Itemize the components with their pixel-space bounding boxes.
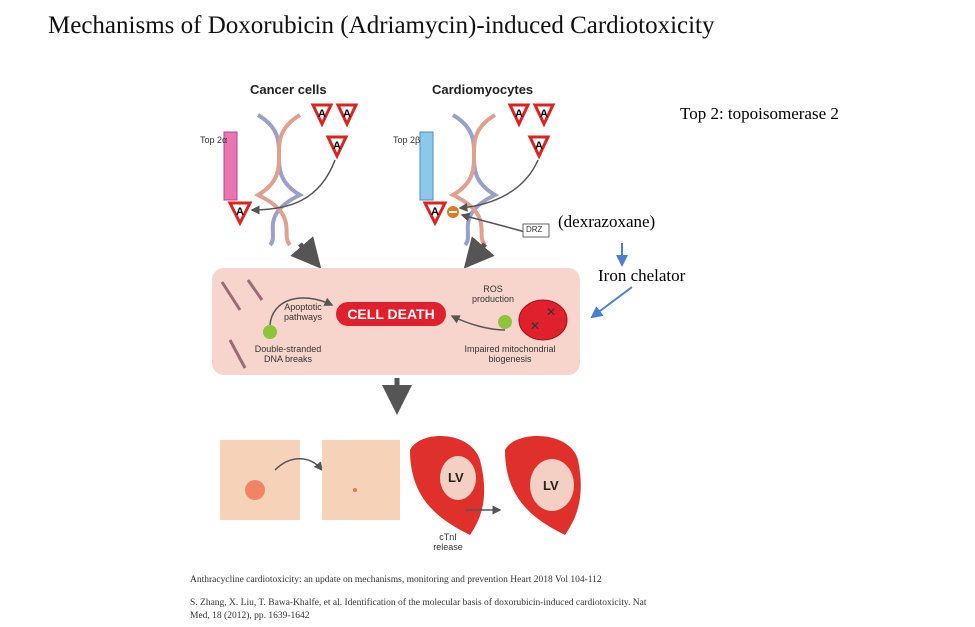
mitochondrion-icon [518, 299, 568, 341]
cell-death-text: CELL DEATH [347, 306, 435, 322]
svg-text:✕: ✕ [546, 305, 556, 319]
svg-text:A: A [515, 108, 523, 120]
svg-text:A: A [540, 108, 548, 120]
plus-icon [498, 315, 512, 329]
dna-helix-cancer [253, 113, 305, 247]
cell-death-badge [336, 302, 446, 326]
cancer-cells-label: Cancer cells [250, 82, 327, 97]
reference-1: Anthracycline cardiotoxicity: an update … [190, 575, 602, 585]
slide-title: Mechanisms of Doxorubicin (Adriamycin)-i… [48, 12, 715, 39]
svg-text:A: A [535, 140, 543, 152]
dna-helix-cardio [448, 113, 500, 247]
dna-breaks-label-2: DNA breaks [263, 354, 313, 364]
reference-2-line-2: Med, 18 (2012), pp. 1639-1642 [190, 611, 310, 621]
dna-breaks-label-1: Double-stranded [254, 344, 322, 354]
svg-text:✕: ✕ [530, 319, 540, 333]
heart-after [505, 436, 581, 535]
ctni-label-2: release [433, 542, 463, 552]
lv-label-after: LV [543, 478, 559, 493]
top2-definition: Top 2: topoisomerase 2 [680, 104, 839, 123]
cardiomyocytes-label: Cardiomyocytes [432, 82, 534, 97]
svg-text:A: A [431, 206, 439, 218]
mito-label-2: biogenesis [488, 354, 532, 364]
reference-2-line-1: S. Zhang, X. Liu, T. Bawa-Khalfe, et al.… [190, 598, 647, 608]
plus-icon [263, 325, 277, 339]
svg-text:A: A [333, 140, 341, 152]
apoptotic-label: Apoptotic pathways [283, 302, 323, 322]
top2b-bar [419, 131, 434, 201]
drz-box [522, 223, 550, 238]
svg-text:A: A [343, 108, 351, 120]
ctni-label-1: cTnI [439, 532, 457, 542]
svg-text:A: A [318, 108, 326, 120]
breast-tumor-before [220, 440, 300, 520]
iron-chelator-label: Iron chelator [598, 266, 686, 285]
doxorubicin-triangles: A A A A A A A A [227, 103, 556, 227]
svg-text:A: A [236, 206, 244, 218]
mito-label-1: Impaired mitochondrial [464, 344, 556, 354]
top2b-label: Top 2β [393, 135, 421, 145]
broken-dna-icon [220, 279, 264, 369]
lv-label-before: LV [448, 470, 464, 485]
ros-label: ROS production [471, 284, 515, 304]
breast-tumor-after [322, 440, 400, 520]
dexrazoxane-label: (dexrazoxane) [558, 212, 656, 231]
drz-label: DRZ [526, 225, 543, 234]
top2a-label: Top 2α [200, 135, 228, 145]
top2a-bar [223, 131, 238, 201]
heart-before [410, 436, 485, 535]
